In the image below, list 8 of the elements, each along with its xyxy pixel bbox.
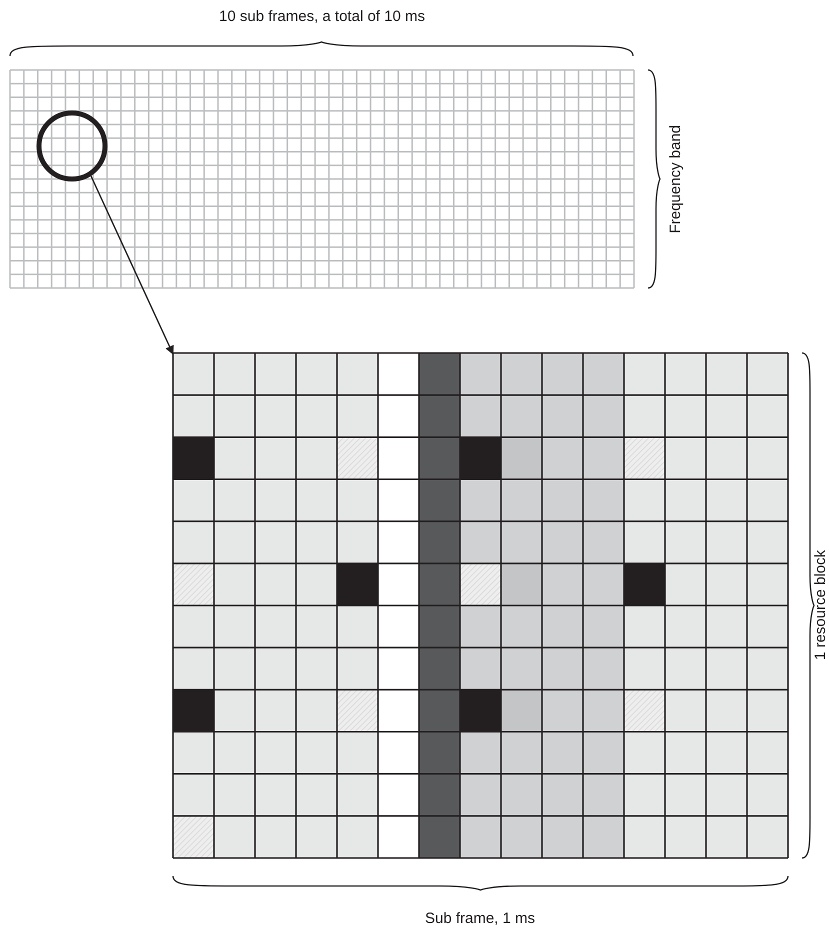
axis-label: Frequency band: [667, 124, 684, 234]
dimension-label: Sub frame, 1 ms: [424, 910, 536, 927]
resource-grid-drawing: [173, 353, 788, 858]
circle-marker: [36, 110, 108, 182]
arrow: [90, 176, 174, 355]
dimension-label: 1 resource block: [812, 550, 829, 660]
dimension-label: 10 sub frames, a total of 10 ms: [219, 8, 425, 25]
frequency-grid-drawing: [10, 70, 634, 288]
